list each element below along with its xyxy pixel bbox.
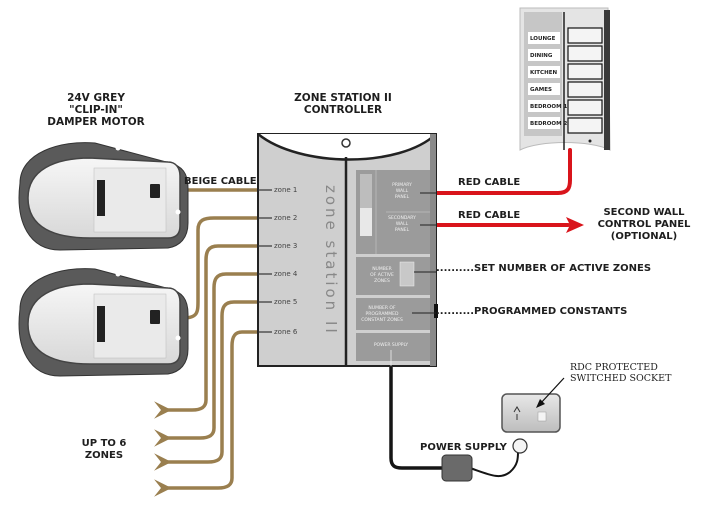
damper-motor-1 <box>18 142 189 251</box>
cable-zone-2 <box>181 216 264 320</box>
active-zones-callout: ..........SET NUMBER OF ACTIVE ZONES <box>436 263 651 274</box>
secondary-panel-label-3: PANEL <box>395 227 410 233</box>
active-zones-panel-label-3: ZONES <box>374 278 390 284</box>
programmed-constants-callout: ..........PROGRAMMED CONSTANTS <box>436 306 627 317</box>
constants-jumper-icon <box>434 304 438 318</box>
socket-pointer-arrow <box>539 377 565 405</box>
wall-zone-bedroom-1: BEDROOM 1 <box>530 104 567 110</box>
damper-motor-title-2: "CLIP-IN" <box>69 104 123 116</box>
secondary-panel-label: SECONDARY <box>388 215 416 221</box>
primary-panel-label-3: PANEL <box>395 194 410 200</box>
motor-connector-icon <box>150 184 160 198</box>
power-cable-main <box>389 364 448 470</box>
active-zones-panel-label-2: OF ACTIVE <box>370 272 394 278</box>
red-cables <box>430 148 572 227</box>
socket-switch-icon <box>537 411 547 422</box>
power-supply-pack <box>441 454 473 482</box>
rdc-socket <box>501 393 561 454</box>
dip-switch-icon <box>399 261 415 287</box>
wall-button-6[interactable] <box>567 117 603 134</box>
beige-cable-label: BEIGE CABLE <box>184 176 257 187</box>
constants-panel-label: NUMBER OF <box>368 305 396 311</box>
wall-button-4[interactable] <box>567 81 603 98</box>
damper-motor-title-1: 24V GREY <box>67 92 125 104</box>
wall-zone-games: GAMES <box>530 87 552 93</box>
mounting-hole-icon <box>341 138 351 148</box>
zone-1-label: zone 1 <box>274 186 297 194</box>
motor-brand-strip <box>97 306 105 342</box>
zone-3-label: zone 3 <box>274 242 297 250</box>
wall-panel-buttons <box>567 27 603 134</box>
zone-5-label: zone 5 <box>274 298 297 306</box>
wall-panel-led-icon <box>588 139 592 143</box>
zone-6-label: zone 6 <box>274 328 298 336</box>
second-wall-panel-label-3: (OPTIONAL) <box>611 231 678 242</box>
socket-label-2: SWITCHED SOCKET <box>570 373 672 384</box>
secondary-panel-label-2: WALL <box>396 221 409 227</box>
zone-4-label: zone 4 <box>274 270 298 278</box>
red-cable-secondary-label: RED CABLE <box>458 210 520 221</box>
plug-icon <box>512 438 528 454</box>
constants-panel-label-3: CONSTANT ZONES <box>361 317 403 323</box>
wall-button-5[interactable] <box>567 99 603 116</box>
wall-button-1[interactable] <box>567 27 603 44</box>
up-to-zones-label-1: UP TO 6 <box>82 438 127 449</box>
wall-zone-bedroom-2: BEDROOM 2 <box>530 121 567 127</box>
power-panel-label: POWER SUPPLY <box>374 342 409 348</box>
zone-station-controller: zone 1 zone 2 zone 3 zone 4 zone 5 zone … <box>257 133 438 367</box>
wall-button-2[interactable] <box>567 45 603 62</box>
motor-connector-icon <box>150 310 160 324</box>
socket-outlet-icon <box>513 406 521 420</box>
cable-zone-6 <box>154 330 264 497</box>
constants-panel-label-2: PROGRAMMED <box>366 311 400 317</box>
cable-zone-4 <box>154 272 264 447</box>
wall-button-3[interactable] <box>567 63 603 80</box>
second-wall-panel-label-2: CONTROL PANEL <box>598 219 691 230</box>
motor-label-plate <box>93 167 167 233</box>
wall-panel-zone-labels: LOUNGE DINING KITCHEN GAMES BEDROOM 1 BE… <box>528 32 567 129</box>
socket-pointer-arrowhead-icon <box>536 399 545 408</box>
active-zones-panel-label: NUMBER <box>372 266 392 272</box>
power-supply-label: POWER SUPPLY <box>420 442 508 453</box>
damper-motor-title-3: DAMPER MOTOR <box>47 116 144 128</box>
zone-2-label: zone 2 <box>274 214 297 222</box>
motor-brand-strip <box>97 180 105 216</box>
wall-zone-dining: DINING <box>530 53 553 59</box>
motor-label-plate <box>93 293 167 359</box>
wall-zone-lounge: LOUNGE <box>530 36 556 42</box>
up-to-zones-label-2: ZONES <box>85 450 123 461</box>
red-cable-primary-label: RED CABLE <box>458 177 520 188</box>
cable-zone-5 <box>154 300 264 471</box>
beige-cables <box>154 188 264 497</box>
primary-panel-label-2: WALL <box>396 188 409 194</box>
red-arrow-head-icon <box>566 217 584 233</box>
controller-vertical-title: zone station II <box>322 185 340 336</box>
socket-label-1: RDC PROTECTED <box>570 362 658 373</box>
cable-zone-3 <box>154 244 264 419</box>
power-cable-plug <box>469 451 519 478</box>
zone-terminals <box>258 189 272 333</box>
damper-motor-2 <box>18 268 189 377</box>
power-cables <box>389 364 519 478</box>
controller-title-1: ZONE STATION II <box>294 92 392 104</box>
wall-control-panel: LOUNGE DINING KITCHEN GAMES BEDROOM 1 BE… <box>519 7 611 151</box>
wall-zone-kitchen: KITCHEN <box>530 70 557 76</box>
red-cable-primary <box>430 148 572 195</box>
labels: 24V GREY "CLIP-IN" DAMPER MOTOR ZONE STA… <box>47 92 691 461</box>
controller-title-2: CONTROLLER <box>304 104 382 116</box>
second-wall-panel-label-1: SECOND WALL <box>603 207 685 218</box>
primary-panel-label: PRIMARY <box>392 182 412 188</box>
